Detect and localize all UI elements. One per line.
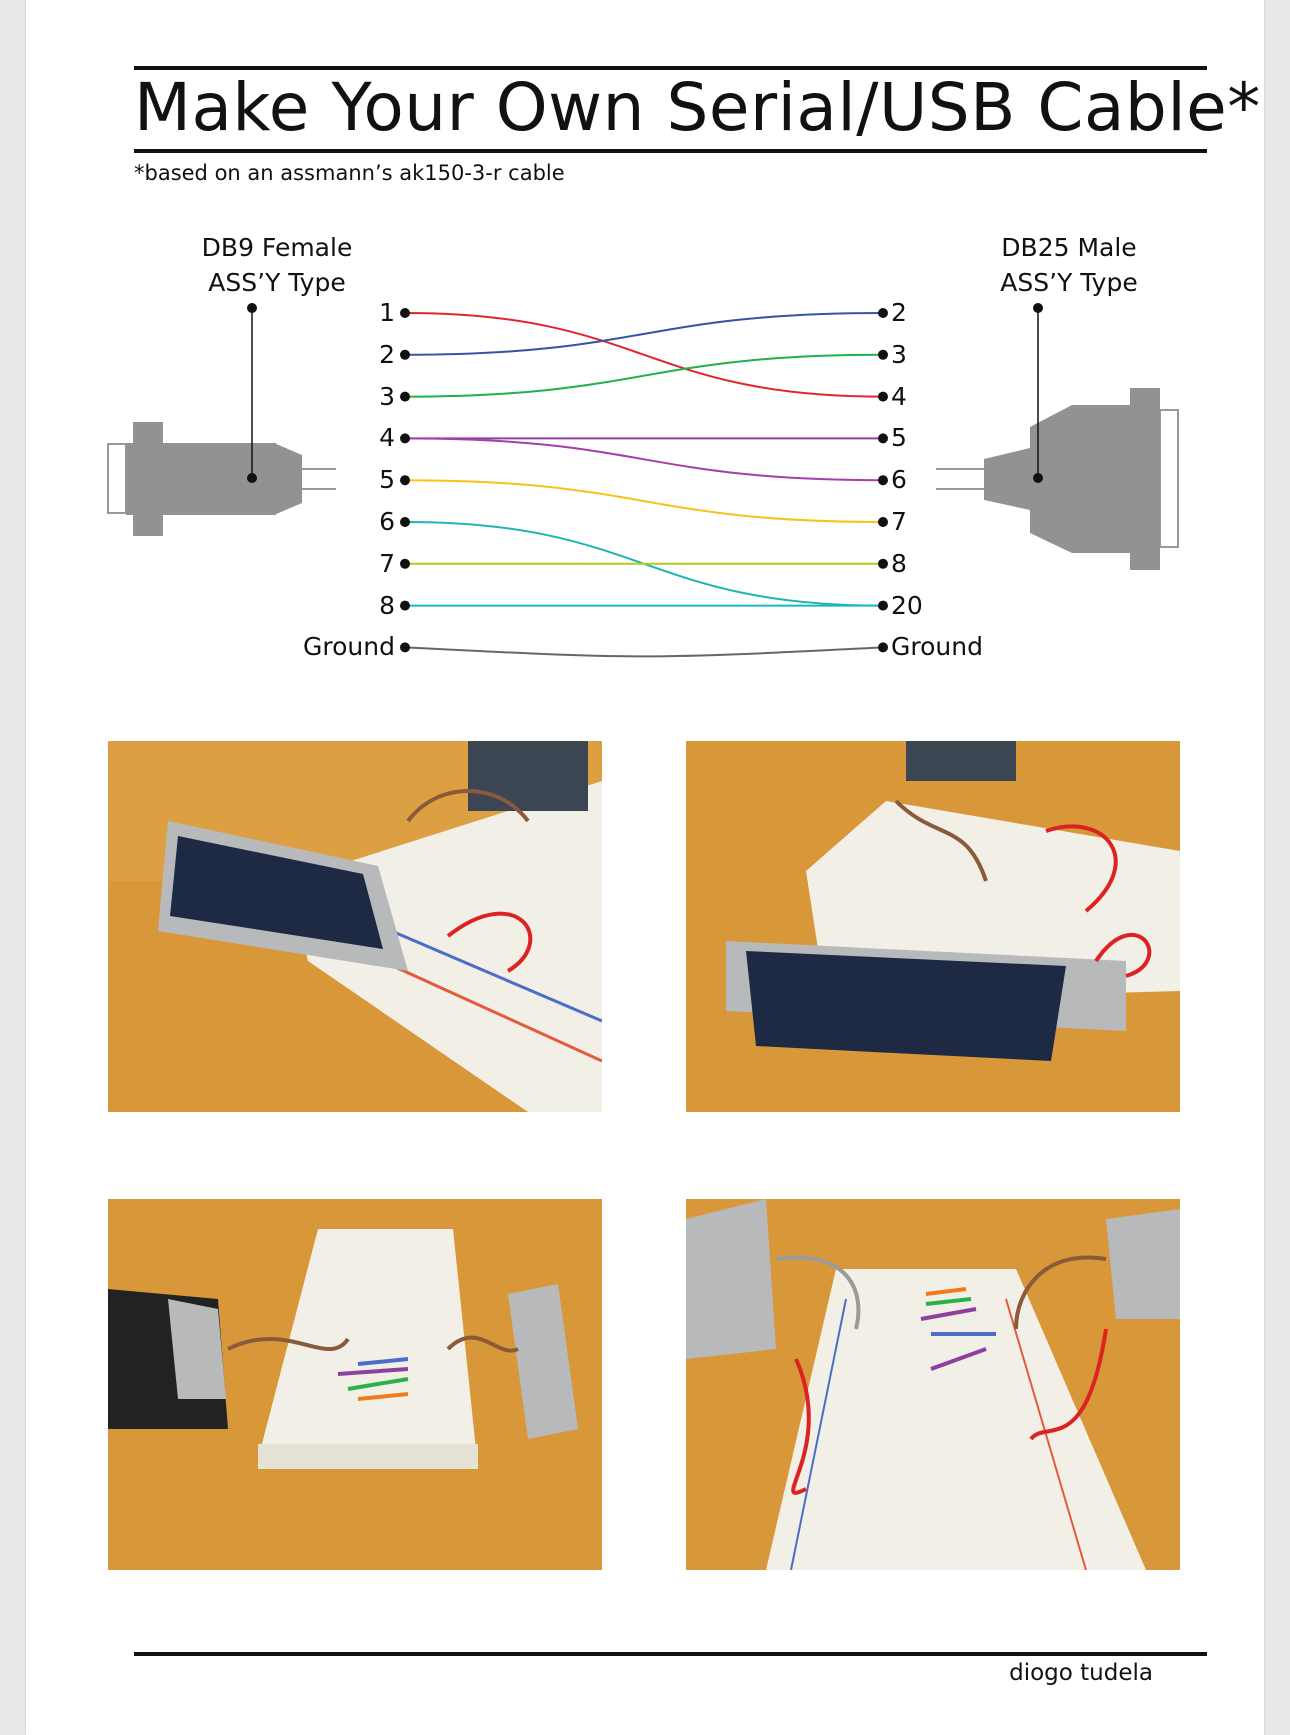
wire-4-to-6: [404, 437, 884, 482]
left-pin-dot-1: [400, 308, 410, 318]
document-page: Make Your Own Serial/USB Cable* *based o…: [26, 0, 1264, 1735]
footer-rule: [134, 1652, 1207, 1656]
right-pin-dot-6: [878, 475, 888, 486]
db25-label-line2: ASS’Y Type: [1000, 268, 1138, 297]
wire-1-to-4: [404, 312, 884, 398]
db25-label: DB25 Male ASS’Y Type: [949, 230, 1189, 300]
left-pin-dot-2: [400, 349, 410, 360]
db9-connector-icon: [107, 303, 336, 536]
wire-Ground-to-Ground: [404, 646, 884, 658]
left-pin-label: 3: [379, 381, 395, 411]
right-pin-label: 3: [891, 339, 907, 369]
left-pin-dot-4: [400, 433, 410, 444]
left-pin-dot-6: [400, 517, 410, 527]
left-pin-dot-7: [400, 558, 410, 569]
db25-connector-icon: [936, 303, 1179, 570]
db25-label-line1: DB25 Male: [1001, 233, 1137, 262]
left-pin-dot-8: [400, 600, 410, 611]
photo-db25-closeup-left: [108, 741, 602, 1112]
right-pin-dot-3: [878, 349, 888, 360]
left-pin-label: 5: [379, 465, 395, 495]
right-pin-dot-2: [878, 308, 888, 318]
wire-3-to-3: [404, 353, 884, 398]
wire-5-to-7: [404, 479, 884, 523]
right-pin-dot-Ground: [878, 642, 888, 653]
photo-breadboard-topdown: [686, 1199, 1180, 1570]
right-pin-dot-4: [878, 391, 888, 402]
right-pin-label: 6: [891, 465, 907, 495]
left-pin-label: 8: [379, 590, 395, 620]
right-pin-label: 5: [891, 423, 907, 453]
right-pin-dot-7: [878, 517, 888, 527]
right-pin-label: 20: [891, 590, 923, 620]
right-pin-label: Ground: [891, 632, 983, 662]
db9-label-line1: DB9 Female: [201, 233, 353, 262]
wire-2-to-2: [404, 312, 884, 356]
left-pin-dot-3: [400, 391, 410, 402]
wiring-diagram: [107, 303, 1179, 658]
right-pin-dot-20: [878, 600, 888, 611]
page-subtitle: *based on an assmann’s ak150-3-r cable: [134, 161, 565, 185]
left-pin-label: 7: [379, 548, 395, 578]
page-title: Make Your Own Serial/USB Cable*: [134, 69, 1261, 146]
db9-label: DB9 Female ASS’Y Type: [157, 230, 397, 300]
title-top-rule: [134, 66, 1207, 70]
right-pin-label: 4: [891, 381, 907, 411]
left-pin-label: 2: [379, 339, 395, 369]
left-pin-dot-5: [400, 475, 410, 486]
right-pin-label: 2: [891, 298, 907, 327]
author-name: diogo tudela: [1009, 1660, 1153, 1686]
pin-dots-group: [400, 308, 888, 653]
left-pin-dot-Ground: [400, 642, 410, 653]
photo-breadboard-overview: [108, 1199, 602, 1570]
right-pin-label: 7: [891, 507, 907, 536]
right-pin-dot-8: [878, 558, 888, 569]
left-pin-label: 4: [379, 423, 395, 453]
left-pin-label: 6: [379, 507, 395, 536]
right-pin-dot-5: [878, 433, 888, 444]
photo-db25-closeup-front: [686, 741, 1180, 1112]
right-pin-label: 8: [891, 548, 907, 578]
title-bottom-rule: [134, 149, 1207, 153]
wires-group: [404, 312, 884, 658]
db9-label-line2: ASS’Y Type: [208, 268, 346, 297]
left-pin-label: 1: [379, 298, 395, 327]
left-pin-label: Ground: [303, 632, 395, 662]
